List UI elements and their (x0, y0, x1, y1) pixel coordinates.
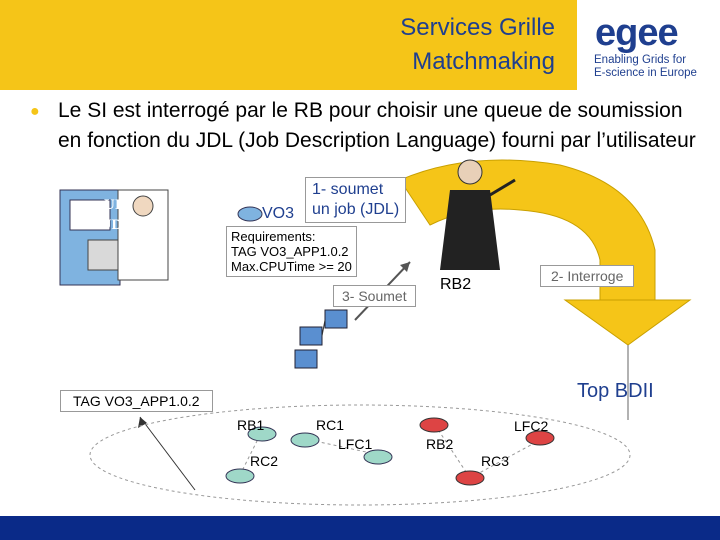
rc2-node (226, 469, 254, 483)
tag-pointer-line (140, 417, 195, 490)
step1-box: 1- soumet un job (JDL) (305, 177, 406, 223)
top-bdii-label: Top BDII (577, 380, 654, 403)
lfc1-label: LFC1 (338, 436, 372, 452)
step1-line2: un job (JDL) (312, 200, 399, 220)
req-line3: Max.CPUTime >= 20 (231, 259, 352, 274)
vo3-node-icon (238, 207, 262, 221)
rc1-label: RC1 (316, 417, 344, 433)
interroge-arrow-shaft (565, 300, 690, 345)
rc1-node (291, 433, 319, 447)
req-line1: Requirements: (231, 229, 352, 244)
ui-label: UI (104, 197, 121, 214)
rb2-node-label: RB2 (426, 436, 453, 452)
jdl-label: JDL (104, 217, 132, 234)
site-ellipse (90, 405, 630, 505)
broker-figure-icon (458, 160, 482, 184)
step2-box: 2- Interroge (540, 265, 634, 287)
lfc2-label: LFC2 (514, 418, 548, 434)
tag-box: TAG VO3_APP1.0.2 (60, 390, 213, 412)
lfc1-node (364, 450, 392, 464)
rb2-node (420, 418, 448, 432)
step1-line1: 1- soumet (312, 180, 399, 200)
rc3-node (456, 471, 484, 485)
vo3-label: VO3 (262, 205, 294, 223)
footer-band (0, 516, 720, 540)
cluster-icon (295, 310, 347, 368)
rb1-label: RB1 (237, 417, 264, 433)
requirements-box: Requirements: TAG VO3_APP1.0.2 Max.CPUTi… (226, 226, 357, 277)
step3-box: 3- Soumet (333, 285, 416, 307)
rc3-label: RC3 (481, 453, 509, 469)
req-line2: TAG VO3_APP1.0.2 (231, 244, 352, 259)
rb2-main-label: RB2 (440, 276, 471, 294)
rc2-label: RC2 (250, 453, 278, 469)
